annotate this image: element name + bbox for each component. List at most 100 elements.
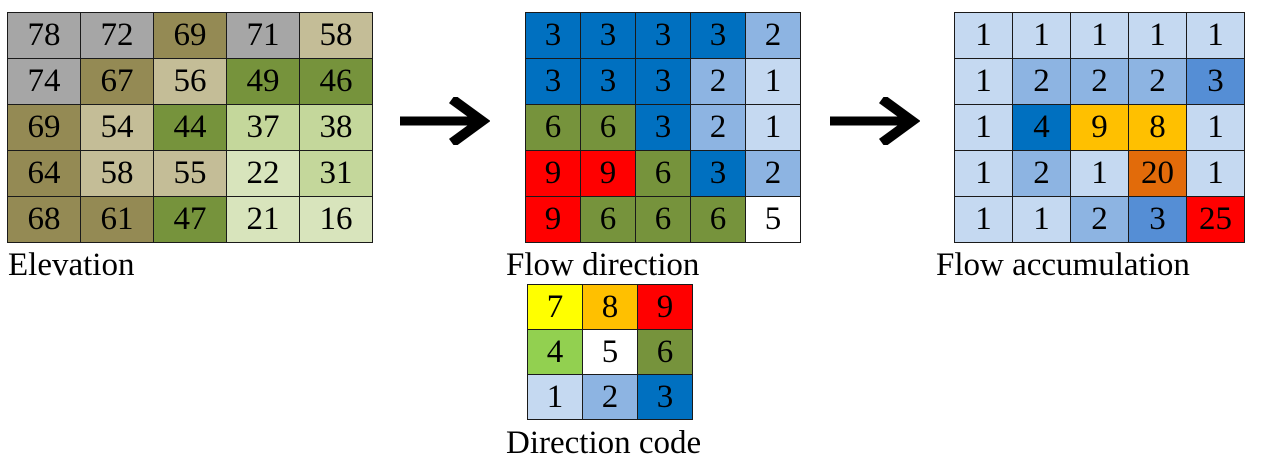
grid-cell: 1 <box>1070 12 1129 59</box>
grid-cell: 2 <box>1070 58 1129 105</box>
grid-cell: 46 <box>299 58 373 105</box>
grid-cell: 1 <box>1012 12 1071 59</box>
grid-cell: 2 <box>1128 58 1187 105</box>
grid-cell: 2 <box>745 12 801 59</box>
right-arrow-icon <box>400 97 490 145</box>
grid-cell: 2 <box>745 150 801 197</box>
grid-cell: 3 <box>635 58 691 105</box>
grid-cell: 1 <box>954 150 1013 197</box>
grid-cell: 47 <box>153 196 227 243</box>
grid-cell: 9 <box>525 196 581 243</box>
grid-cell: 9 <box>580 150 636 197</box>
grid-cell: 1 <box>954 12 1013 59</box>
flow-accumulation-caption: Flow accumulation <box>936 247 1190 283</box>
grid-cell: 74 <box>7 58 81 105</box>
grid-cell: 5 <box>582 329 638 375</box>
grid-cell: 6 <box>635 196 691 243</box>
grid-cell: 1 <box>1128 12 1187 59</box>
grid-cell: 6 <box>580 104 636 151</box>
grid-cell: 44 <box>153 104 227 151</box>
grid-cell: 6 <box>637 329 693 375</box>
grid-cell: 9 <box>637 284 693 330</box>
grid-cell: 4 <box>527 329 583 375</box>
grid-cell: 2 <box>582 374 638 420</box>
grid-cell: 31 <box>299 150 373 197</box>
grid-cell: 3 <box>635 12 691 59</box>
grid-cell: 58 <box>299 12 373 59</box>
grid-cell: 78 <box>7 12 81 59</box>
grid-cell: 37 <box>226 104 300 151</box>
grid-cell: 69 <box>7 104 81 151</box>
grid-cell: 3 <box>1128 196 1187 243</box>
grid-cell: 3 <box>690 150 746 197</box>
grid-cell: 1 <box>1070 150 1129 197</box>
grid-cell: 6 <box>690 196 746 243</box>
grid-cell: 2 <box>1012 58 1071 105</box>
grid-cell: 1 <box>954 104 1013 151</box>
grid-cell: 3 <box>637 374 693 420</box>
grid-cell: 3 <box>525 58 581 105</box>
grid-cell: 1 <box>527 374 583 420</box>
grid-cell: 61 <box>80 196 154 243</box>
grid-cell: 16 <box>299 196 373 243</box>
grid-cell: 3 <box>1186 58 1245 105</box>
grid-cell: 1 <box>954 196 1013 243</box>
grid-cell: 1 <box>1186 12 1245 59</box>
grid-cell: 69 <box>153 12 227 59</box>
grid-cell: 2 <box>1070 196 1129 243</box>
grid-cell: 3 <box>635 104 691 151</box>
grid-cell: 21 <box>226 196 300 243</box>
grid-cell: 9 <box>525 150 581 197</box>
grid-cell: 25 <box>1186 196 1245 243</box>
grid-cell: 71 <box>226 12 300 59</box>
grid-cell: 2 <box>690 104 746 151</box>
flow-direction-caption: Flow direction <box>506 247 700 283</box>
grid-cell: 67 <box>80 58 154 105</box>
grid-cell: 3 <box>580 12 636 59</box>
grid-cell: 6 <box>580 196 636 243</box>
grid-cell: 1 <box>1012 196 1071 243</box>
grid-cell: 1 <box>745 104 801 151</box>
grid-cell: 8 <box>1128 104 1187 151</box>
grid-cell: 3 <box>690 12 746 59</box>
grid-cell: 49 <box>226 58 300 105</box>
grid-cell: 38 <box>299 104 373 151</box>
grid-cell: 68 <box>7 196 81 243</box>
direction-code-caption: Direction code <box>506 425 702 461</box>
grid-cell: 3 <box>580 58 636 105</box>
grid-cell: 64 <box>7 150 81 197</box>
grid-cell: 6 <box>635 150 691 197</box>
grid-cell: 1 <box>745 58 801 105</box>
grid-cell: 1 <box>1186 104 1245 151</box>
grid-cell: 2 <box>690 58 746 105</box>
right-arrow-icon <box>830 97 920 145</box>
grid-cell: 7 <box>527 284 583 330</box>
grid-cell: 9 <box>1070 104 1129 151</box>
grid-cell: 20 <box>1128 150 1187 197</box>
grid-cell: 4 <box>1012 104 1071 151</box>
grid-cell: 1 <box>954 58 1013 105</box>
grid-cell: 2 <box>1012 150 1071 197</box>
grid-cell: 1 <box>1186 150 1245 197</box>
grid-cell: 55 <box>153 150 227 197</box>
grid-cell: 6 <box>525 104 581 151</box>
grid-cell: 8 <box>582 284 638 330</box>
